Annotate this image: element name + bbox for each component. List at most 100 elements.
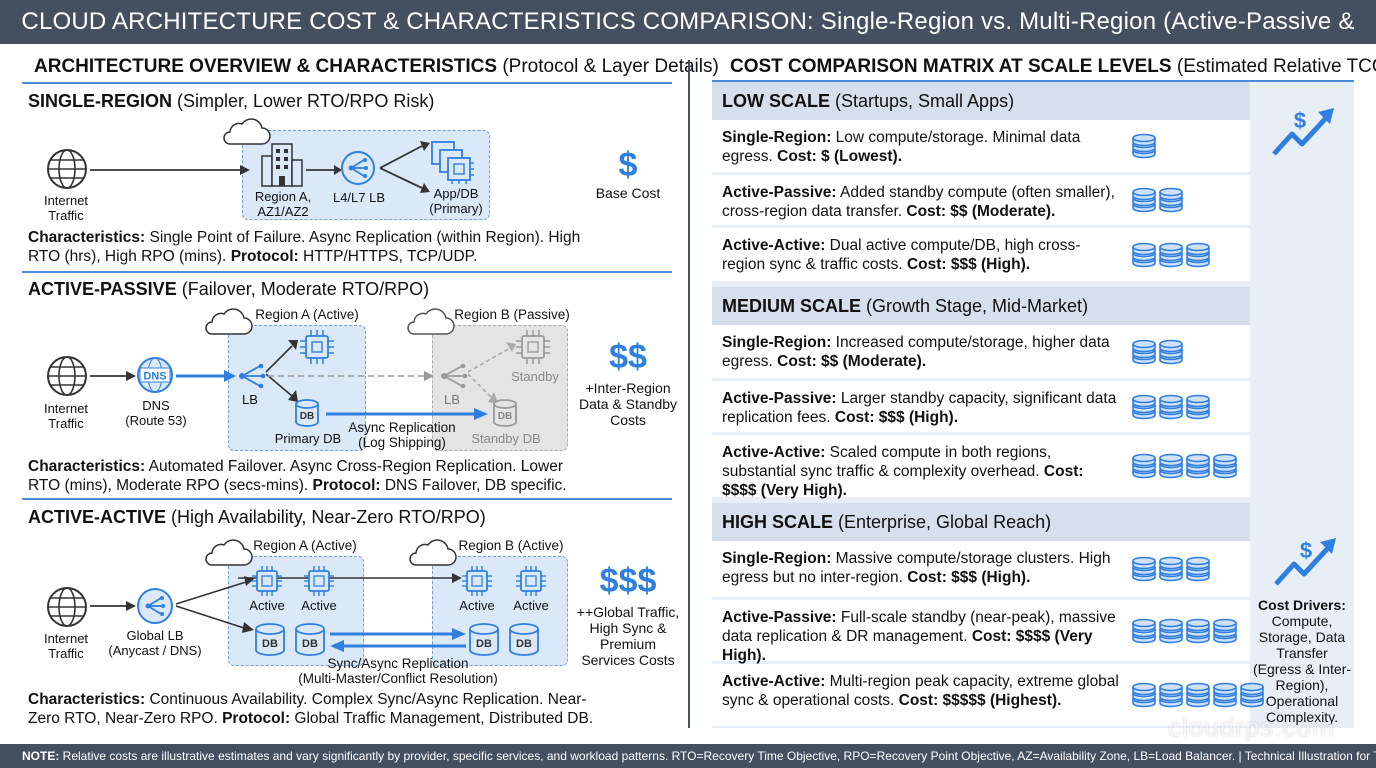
cost-trend-up-icon: $ [1274,538,1336,586]
coin-stack-icon [1132,242,1156,268]
aa-region-a-label: Region A (Active) [253,538,357,553]
aa-traffic-arrow [90,601,136,611]
aa-internet-label: Internet Traffic [43,631,89,661]
db-icon-text: DB [262,638,278,650]
aa-active-label: Active [301,598,337,613]
coin-stack-icon [1159,682,1183,708]
load-balancer-icon [441,363,468,389]
coin-stack-icon [1186,682,1210,708]
compute-chip-icon [516,566,546,596]
cost-row-text: Single-Region: Low compute/storage. Mini… [722,129,1081,165]
ap-lb-a-label: LB [242,392,258,407]
database-icon: DB [469,623,499,656]
compute-chip-stack-icon [431,141,474,184]
scale-header: MEDIUM SCALE (Growth Stage, Mid-Market) [712,287,1250,325]
aa-region-b-box [432,556,568,666]
globe-icon [47,356,87,396]
ap-standby-label: Standby [511,369,559,384]
svg-text:$: $ [1294,108,1306,133]
left-header: ARCHITECTURE OVERVIEW & CHARACTERISTICS … [34,56,719,77]
load-balancer-icon [341,151,375,185]
dns-icon-text: DNS [143,371,166,383]
db-icon-text: DB [476,638,492,650]
ap-standby-db-label: Standby DB [471,431,541,446]
aa-glb-label: Global LB (Anycast / DNS) [108,628,202,658]
coin-stack-icon [1213,618,1237,644]
ap-cost-label: +Inter-Region Data & Standby Costs [578,380,678,428]
coin-stack-icon [1132,682,1156,708]
single-cost-symbol: $ [618,146,638,184]
cost-drivers-panel [1250,82,1354,728]
ap-region-a-label: Region A (Active) [255,307,359,322]
coin-stack-icon [1132,556,1156,582]
aa-replication-label: Sync/Async Replication (Multi-Master/Con… [298,656,498,686]
cost-row: Active-Passive: Added standby compute (o… [712,175,1250,225]
active-passive-title: ACTIVE-PASSIVE (Failover, Moderate RTO/R… [28,279,430,299]
ap-lb-a-arrows [265,340,298,402]
dns-icon: DNS [137,357,173,393]
database-icon: DB [493,399,517,427]
cost-row-text: Active-Active: Multi-region peak capacit… [722,673,1119,709]
coin-stack-icon [1132,394,1156,420]
single-lb-arrow [306,165,342,175]
global-lb-icon [137,588,173,624]
ap-traffic-arrow [90,371,136,381]
coin-stack-icon [1159,187,1183,213]
cloud-icon [409,539,457,566]
coin-stack-icon [1132,187,1156,213]
right-header-rule [712,80,1354,82]
cost-trend-up-icon: $ [1272,108,1334,156]
globe-icon [47,587,87,627]
ap-region-b-box [432,325,568,451]
building-icon [261,143,303,187]
cost-row-text: Active-Passive: Larger standby capacity,… [722,390,1117,426]
cost-coin-stack [1132,394,1210,420]
db-icon-text: DB [498,411,512,422]
cost-row-text: Active-Active: Scaled compute in both re… [722,444,1084,499]
page-title: CLOUD ARCHITECTURE COST & CHARACTERISTIC… [0,0,1376,79]
cost-row: Single-Region: Massive compute/storage c… [712,541,1250,597]
coin-stack-icon [1186,242,1210,268]
database-icon: DB [509,623,539,656]
watermark: cloudrps.com [1168,712,1335,742]
globe-icon [47,149,87,189]
ap-lb-b-label: LB [444,392,460,407]
coin-stack-icon [1213,453,1237,479]
coin-stack-icon [1186,453,1210,479]
single-split-arrows [379,141,430,193]
single-traffic-arrow [90,165,250,175]
cloud-icon [223,118,271,145]
cost-coin-stack [1132,339,1183,365]
ap-cost-symbol: $$ [609,338,647,376]
aa-sync-arrows [330,628,466,652]
compute-chip-icon [252,566,282,596]
ap-characteristics: Characteristics: Automated Failover. Asy… [28,458,567,494]
coin-stack-icon [1186,618,1210,644]
single-region-title: SINGLE-REGION (Simpler, Lower RTO/RPO Ri… [28,91,435,111]
single-section-rule [22,271,672,273]
cost-row: Active-Active: Scaled compute in both re… [712,435,1250,499]
aa-cost-label: ++Global Traffic, High Sync & Premium Se… [576,604,680,668]
single-internet-label: Internet Traffic [43,193,89,223]
cost-drivers: Cost Drivers:Compute, Storage, Data Tran… [1252,597,1352,725]
cloud-icon [407,308,455,335]
single-characteristics: Characteristics: Single Point of Failure… [28,229,581,265]
ap-dns-label: DNS (Route 53) [125,398,187,428]
compute-chip-icon [300,330,334,364]
cost-row: Active-Passive: Larger standby capacity,… [712,381,1250,432]
cost-coin-stack [1132,187,1183,213]
coin-stack-icon [1159,618,1183,644]
database-icon: DB [295,399,319,427]
coin-stack-icon [1213,682,1237,708]
database-icon: DB [255,623,285,656]
left-header-rule [22,82,672,84]
cost-row-text: Single-Region: Increased compute/storage… [722,334,1110,370]
cost-coin-stack [1132,556,1210,582]
cost-coin-stack [1132,618,1237,644]
aa-active-label: Active [513,598,549,613]
aa-characteristics: Characteristics: Continuous Availability… [28,691,594,727]
cost-coin-stack [1132,242,1210,268]
coin-stack-icon [1159,242,1183,268]
ap-primary-db-label: Primary DB [274,431,342,446]
coin-stack-icon [1240,682,1264,708]
